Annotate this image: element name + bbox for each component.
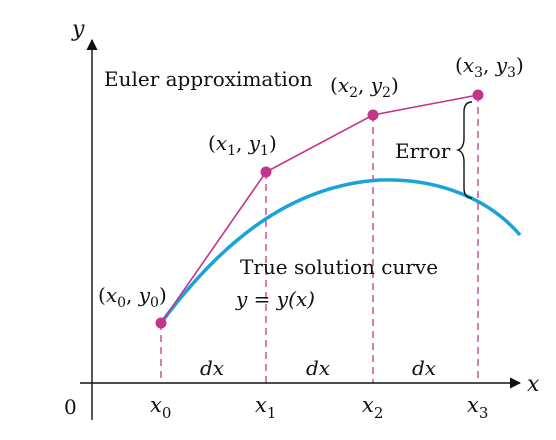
tick-label-x3: x3 xyxy=(467,393,488,422)
tick-label-x1: x1 xyxy=(255,393,276,422)
error-label: Error xyxy=(395,139,451,163)
euler-point-3 xyxy=(472,89,484,101)
euler-approximation-label: Euler approximation xyxy=(104,67,313,91)
point-label-0: (x0, y0) xyxy=(98,283,167,311)
true-curve-label: True solution curve xyxy=(240,255,438,279)
tick-label-x0: x0 xyxy=(150,393,171,422)
euler-point-1 xyxy=(260,166,272,178)
error-brace xyxy=(455,101,473,199)
true-curve-equation: y = y(x) xyxy=(235,287,315,311)
step-label-2: dx xyxy=(306,356,330,380)
euler-point-2 xyxy=(367,109,379,121)
origin-label: 0 xyxy=(64,395,77,419)
step-label-3: dx xyxy=(412,356,436,380)
euler-approximation-line xyxy=(160,94,479,324)
dashed-guides xyxy=(160,95,479,383)
point-label-1: (x1, y1) xyxy=(208,131,277,159)
step-label-1: dx xyxy=(200,356,224,380)
point-label-3: (x3, y3) xyxy=(455,53,524,81)
tick-label-x2: x2 xyxy=(362,393,383,422)
true-solution-curve xyxy=(159,178,522,325)
x-axis-label: x xyxy=(527,372,540,397)
euler-point-0 xyxy=(155,317,167,329)
point-label-2: (x2, y2) xyxy=(330,73,399,101)
y-axis-label: y xyxy=(71,17,85,42)
